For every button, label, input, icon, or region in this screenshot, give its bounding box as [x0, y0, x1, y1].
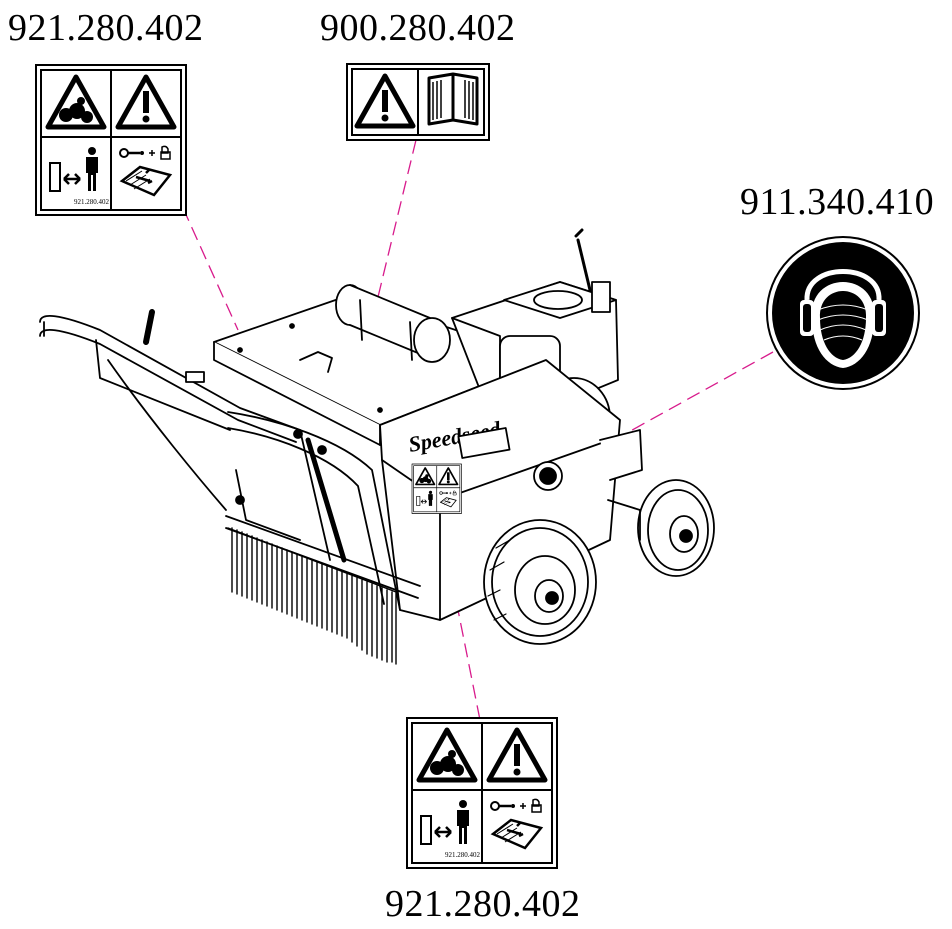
speedseed-machine-drawing: Speedseed: [39, 228, 715, 665]
part-number-bottom: 921.280.402: [385, 883, 581, 925]
part-number-top-left: 921.280.402: [8, 7, 204, 49]
part-number-right: 911.340.410: [740, 181, 935, 223]
decal-small-print: 921.280.402: [445, 851, 481, 859]
decal-921-280-402-top-left: 921.280.402: [36, 65, 186, 215]
decal-small-print: 921.280.402: [74, 198, 110, 206]
brush: [227, 527, 397, 665]
handlebar: [39, 309, 301, 511]
ear-defender-icon: [800, 269, 886, 368]
body-decal: [412, 464, 462, 514]
decal-921-280-402-bottom: 921.280.402: [407, 718, 557, 868]
side-frame: [225, 411, 421, 611]
decal-900-280-402: [346, 63, 490, 141]
front-wheel: [483, 519, 597, 645]
part-number-top-center: 900.280.402: [320, 7, 516, 49]
leader-line-top-left: [182, 207, 239, 331]
decal-911-340-410-hearing-protection: [766, 236, 920, 390]
leader-line-top-center: [369, 139, 417, 331]
rear-wheel: [599, 429, 715, 577]
cylinder-tank: [335, 284, 451, 363]
